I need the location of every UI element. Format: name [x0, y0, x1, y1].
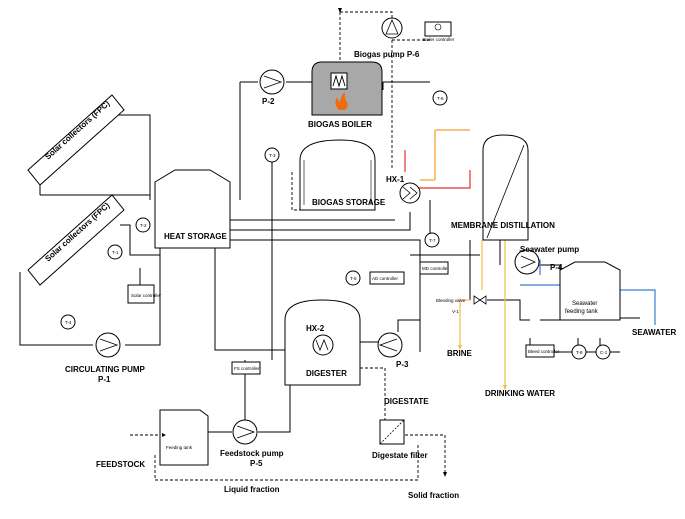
- pump-p5: Feedstock pump P-5: [220, 419, 284, 468]
- md-controller-label: MD controller: [422, 266, 449, 271]
- warm-line: [420, 129, 470, 181]
- pump-p4-label-line2: P-4: [550, 263, 563, 272]
- svg-text:T-2: T-2: [140, 223, 147, 228]
- ad-controller: AD controller: [369, 271, 405, 285]
- bleed-controller-label: Bleed controller: [528, 349, 560, 354]
- hx1-label: HX-1: [386, 175, 405, 184]
- boiler-controller: Boiler controller: [423, 21, 455, 42]
- pump-p1-label-line1: CIRCULATING PUMP: [65, 365, 146, 374]
- arrowheads: [162, 8, 507, 477]
- hx1: HX-1: [386, 175, 421, 204]
- svg-text:T-7: T-7: [429, 238, 436, 243]
- fs-controller-label: FS controller: [234, 366, 260, 371]
- black-pipes: [19, 81, 640, 433]
- digestate-filter-label: Digestate filter: [372, 451, 428, 460]
- svg-text:T-3: T-3: [269, 153, 276, 158]
- feeding-tank-label: Feeding tank: [166, 445, 193, 450]
- svg-text:T-6: T-6: [437, 96, 444, 101]
- sensor-t6: T-6: [432, 90, 448, 106]
- svg-text:T-5: T-5: [350, 276, 357, 281]
- feedstock-label: FEEDSTOCK: [96, 460, 145, 469]
- sensor-t5: T-5: [345, 270, 361, 286]
- digester: HX-2 DIGESTER: [284, 299, 361, 386]
- digestate-filter: Digestate filter: [372, 419, 428, 460]
- pump-p1: CIRCULATING PUMP P-1: [65, 332, 146, 384]
- seawater-tank: Seawater feeding tank: [559, 261, 621, 321]
- bleeding-valve-label-line2: V-1: [452, 309, 459, 314]
- pump-p1-label-line2: P-1: [98, 375, 111, 384]
- biogas-storage: BIOGAS STORAGE: [299, 139, 386, 211]
- solar-controller: Solar controller: [127, 284, 162, 304]
- bleeding-valve: Bleeding valve V-1: [436, 295, 487, 314]
- svg-text:T-1: T-1: [112, 250, 119, 255]
- seawater-label: SEAWATER: [632, 328, 677, 337]
- pump-p2: P-2: [259, 69, 285, 106]
- solar-controller-label: Solar controller: [131, 293, 162, 298]
- bleed-controller: Bleed controller: [525, 344, 560, 358]
- sensor-t3: T-3: [264, 147, 280, 163]
- sensor-t7: T-7: [424, 232, 440, 248]
- stream-labels: FEEDSTOCK DIGESTATE Liquid fraction Soli…: [96, 328, 677, 500]
- sensor-c1: C-1: [595, 344, 611, 360]
- drinking-water-label: DRINKING WATER: [485, 389, 555, 398]
- flame-icon: [335, 92, 348, 110]
- biogas-boiler: BIOGAS BOILER: [308, 61, 383, 129]
- hx2-icon: [312, 334, 334, 356]
- product-line: [459, 240, 506, 385]
- ad-controller-label: AD controller: [372, 276, 399, 281]
- biogas-storage-label: BIOGAS STORAGE: [312, 198, 386, 207]
- hot-line: [404, 150, 471, 189]
- seawater-tank-label-line1: Seawater: [572, 301, 597, 307]
- boiler-controller-label: Boiler controller: [423, 37, 455, 42]
- solar-collector-top: Solar collectors (FPC): [27, 94, 125, 186]
- pump-p4-label-line1: Seawater pump: [520, 245, 579, 254]
- membrane-distillation: MEMBRANE DISTILLATION: [451, 134, 555, 241]
- liquid-fraction-label: Liquid fraction: [224, 485, 280, 494]
- feeding-tank: Feeding tank: [159, 409, 209, 466]
- md-controller: MD controller: [419, 261, 449, 275]
- pump-p4: Seawater pump P-4: [514, 245, 579, 275]
- digestate-label: DIGESTATE: [384, 397, 429, 406]
- svg-text:T-8: T-8: [576, 350, 583, 355]
- heat-storage-label: HEAT STORAGE: [164, 232, 227, 241]
- sensor-t4: T-4: [60, 314, 76, 330]
- sensor-t2: T-2: [135, 217, 151, 233]
- svg-text:C-1: C-1: [600, 350, 608, 355]
- sensor-t8: T-8: [571, 344, 587, 360]
- svg-text:T-4: T-4: [65, 320, 72, 325]
- pump-p3-label: P-3: [396, 360, 409, 369]
- bleeding-valve-label-line1: Bleeding valve: [436, 298, 466, 303]
- boiler-heat-exchanger-icon: [330, 72, 348, 90]
- digester-label: DIGESTER: [306, 369, 347, 378]
- pump-p6: Biogas pump P-6: [354, 17, 420, 59]
- pump-p6-label: Biogas pump P-6: [354, 50, 420, 59]
- pump-p5-label-line2: P-5: [250, 459, 263, 468]
- biogas-boiler-label: BIOGAS BOILER: [308, 120, 372, 129]
- brine-label: BRINE: [447, 349, 473, 358]
- pump-p5-label-line1: Feedstock pump: [220, 449, 284, 458]
- membrane-distillation-label: MEMBRANE DISTILLATION: [451, 221, 555, 230]
- seawater-tank-label-line2: feeding tank: [565, 309, 599, 315]
- signal-lines: [130, 11, 446, 481]
- solar-collector-bottom-label: Solar collectors (FPC): [43, 201, 111, 264]
- heat-storage: HEAT STORAGE: [154, 169, 231, 249]
- sensor-t1: T-1: [107, 244, 123, 260]
- pump-p2-label: P-2: [262, 97, 275, 106]
- fs-controller: FS controller: [231, 361, 261, 375]
- hx2-label: HX-2: [306, 324, 325, 333]
- solar-collector-bottom: Solar collectors (FPC): [27, 194, 125, 286]
- pump-p3: P-3: [377, 332, 409, 369]
- solid-fraction-label: Solid fraction: [408, 491, 459, 500]
